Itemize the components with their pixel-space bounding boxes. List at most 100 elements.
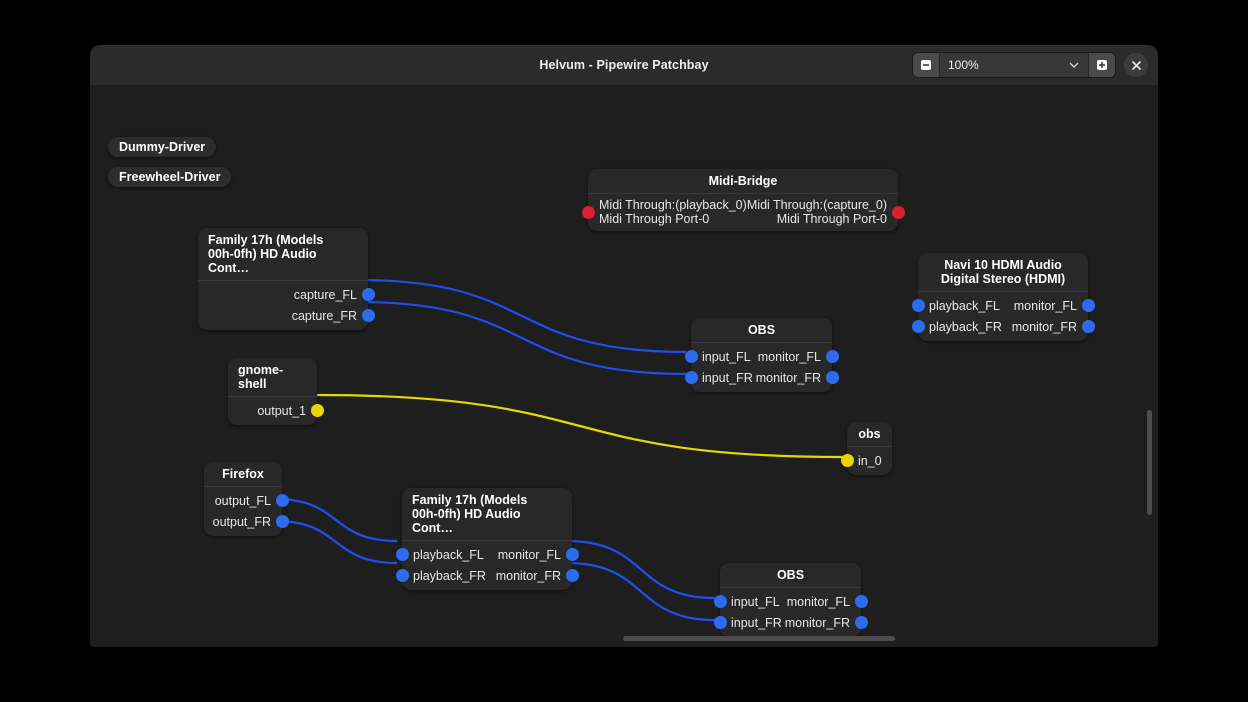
connection-l2[interactable] xyxy=(357,300,687,376)
connection-l1[interactable] xyxy=(357,278,687,354)
horizontal-scrollbar[interactable] xyxy=(623,636,895,641)
header-controls: 100% xyxy=(912,45,1148,85)
node-family17h-capture[interactable]: Family 17h (Models 00h-0fh) HD Audio Con… xyxy=(198,228,375,330)
output-port-audio[interactable] xyxy=(854,616,868,629)
zoom-in-button[interactable] xyxy=(1088,53,1115,77)
port-row: capture_FR xyxy=(198,305,375,326)
connection-l7[interactable] xyxy=(566,561,716,622)
output-port-audio[interactable] xyxy=(825,350,839,363)
output-port-audio[interactable] xyxy=(1081,320,1095,333)
output-port-audio[interactable] xyxy=(565,548,579,561)
port-row: output_1 xyxy=(228,400,324,421)
connection-l4[interactable] xyxy=(274,497,398,543)
node-navi10-hdmi[interactable]: Navi 10 HDMI Audio Digital Stereo (HDMI)… xyxy=(911,253,1095,341)
node-body: capture_FL capture_FR xyxy=(198,280,375,330)
input-port-label: input_FR xyxy=(702,370,753,385)
output-port-label: monitor_FR xyxy=(784,615,850,630)
node-title: Family 17h (Models 00h-0fh) HD Audio Con… xyxy=(412,493,528,535)
output-port-audio[interactable] xyxy=(275,515,289,528)
output-port-audio[interactable] xyxy=(565,569,579,582)
output-port-audio[interactable] xyxy=(361,288,375,301)
node-body: output_1 xyxy=(228,396,324,425)
input-port-label: playback_FL xyxy=(929,298,1000,313)
input-port-audio[interactable] xyxy=(395,548,409,561)
output-port-audio[interactable] xyxy=(825,371,839,384)
node-title: OBS xyxy=(747,323,776,337)
page-title: Helvum - Pipewire Patchbay xyxy=(539,58,709,72)
vertical-scrollbar[interactable] xyxy=(1147,410,1152,515)
output-port-label: monitor_FR xyxy=(755,370,821,385)
node-firefox[interactable]: Firefox output_FL output_FR xyxy=(204,462,289,536)
output-port-video[interactable] xyxy=(310,404,324,417)
input-port-video[interactable] xyxy=(840,454,854,467)
output-port-label: capture_FR xyxy=(291,308,357,323)
connection-l5[interactable] xyxy=(274,519,398,565)
node-title: Family 17h (Models 00h-0fh) HD Audio Con… xyxy=(208,233,324,275)
connection-l3[interactable] xyxy=(316,393,844,459)
node-title: obs xyxy=(858,427,881,441)
node-body: playback_FL monitor_FL playback_FR monitor_… xyxy=(911,291,1095,341)
output-port-label: monitor_FR xyxy=(495,568,561,583)
output-port-label: output_FR xyxy=(212,514,271,529)
node-gnome-shell[interactable]: gnome-shell output_1 xyxy=(228,358,324,425)
output-port-audio[interactable] xyxy=(275,494,289,507)
zoom-level-select[interactable]: 100% xyxy=(940,53,1088,77)
node-title: Navi 10 HDMI Audio Digital Stereo (HDMI) xyxy=(940,258,1066,286)
zoom-control-group: 100% xyxy=(912,52,1116,78)
close-icon xyxy=(1131,60,1141,70)
output-port-audio[interactable] xyxy=(1081,299,1095,312)
input-port-label: input_FL xyxy=(731,594,780,609)
input-port-label: input_FR xyxy=(731,615,782,630)
input-port-audio[interactable] xyxy=(684,371,698,384)
port-row: output_FR xyxy=(204,511,289,532)
output-port-label: output_FL xyxy=(214,493,271,508)
connection-l6[interactable] xyxy=(566,539,716,600)
output-port-label: Midi Through:(capture_0) Midi Through Po… xyxy=(746,198,887,226)
node-title: gnome-shell xyxy=(238,363,284,391)
input-port-audio[interactable] xyxy=(713,616,727,629)
input-port-label: Midi Through:(playback_0) Midi Through P… xyxy=(599,198,747,226)
node-title: Firefox xyxy=(222,467,264,481)
output-port-audio[interactable] xyxy=(854,595,868,608)
node-title: Midi-Bridge xyxy=(708,174,778,188)
node-title: OBS xyxy=(776,568,805,582)
zoom-out-button[interactable] xyxy=(913,53,940,77)
input-port-label: input_FL xyxy=(702,349,751,364)
port-row: capture_FL xyxy=(198,284,375,305)
input-port-audio[interactable] xyxy=(911,299,925,312)
output-port-label: monitor_FL xyxy=(497,547,561,562)
minus-icon xyxy=(921,60,931,70)
output-port-label: output_1 xyxy=(257,403,306,418)
input-port-audio[interactable] xyxy=(911,320,925,333)
node-obs-small[interactable]: obs in_0 xyxy=(840,422,892,475)
output-port-label: monitor_FR xyxy=(1011,319,1077,334)
node-dummy-driver[interactable]: Dummy-Driver xyxy=(108,137,217,157)
port-row: Midi Through:(playback_0) Midi Through P… xyxy=(581,197,905,227)
output-port-label: monitor_FL xyxy=(786,594,850,609)
input-port-audio[interactable] xyxy=(395,569,409,582)
input-port-label: in_0 xyxy=(858,453,882,468)
input-port-audio[interactable] xyxy=(713,595,727,608)
input-port-midi[interactable] xyxy=(581,205,595,219)
output-port-label: monitor_FL xyxy=(1013,298,1077,313)
node-body: Midi Through:(playback_0) Midi Through P… xyxy=(581,193,905,231)
input-port-audio[interactable] xyxy=(684,350,698,363)
output-port-midi[interactable] xyxy=(891,205,905,219)
output-port-audio[interactable] xyxy=(361,309,375,322)
node-family17h-playback[interactable]: Family 17h (Models 00h-0fh) HD Audio Con… xyxy=(395,488,579,590)
node-freewheel-driver[interactable]: Freewheel-Driver xyxy=(108,167,232,187)
input-port-label: playback_FR xyxy=(929,319,1002,334)
close-window-button[interactable] xyxy=(1124,53,1148,77)
